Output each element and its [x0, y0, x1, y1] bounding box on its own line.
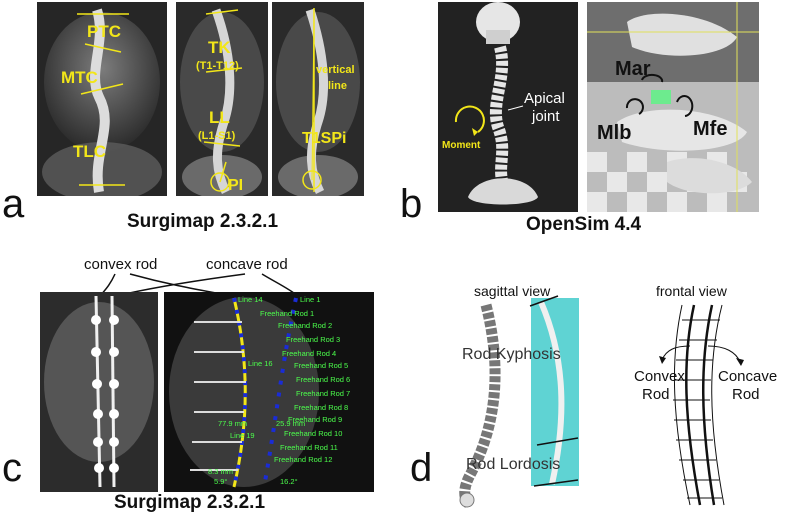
xray-sagittal-1: TK (T1-T12) LL (L1-S1) PI [176, 2, 268, 196]
sagittal-view-label: sagittal view [474, 283, 551, 299]
mtc-label: MTC [61, 68, 98, 87]
measure-rod-10: Freehand Rod 10 [284, 429, 343, 438]
measure-rod-2: Freehand Rod 2 [278, 321, 333, 330]
measure-25-9: 25.9 mm [276, 419, 306, 428]
concave-label: Concave [718, 368, 778, 385]
convex-rod-label: convex rod [84, 256, 158, 273]
ptc-label: PTC [87, 22, 121, 41]
xray-frontal: PTC MTC TLC [37, 2, 167, 196]
measure-rod-3: Freehand Rod 3 [286, 335, 341, 344]
tk-label: TK [208, 38, 231, 57]
panel-a-caption: Surgimap 2.3.2.1 [127, 211, 279, 232]
opensim-joint-closeup: Mar Mlb Mfe [587, 2, 759, 212]
xray-postop-frontal [40, 292, 158, 492]
apical-label-2: joint [532, 108, 560, 125]
concave-rod-label: concave rod [206, 256, 288, 273]
tlc-label: TLC [73, 142, 107, 161]
measure-line-1: Line 1 [300, 295, 321, 304]
opensim-full-spine: Moment Apical joint [438, 2, 578, 212]
measure-rod-6: Freehand Rod 6 [296, 375, 351, 384]
xray-postop-sagittal: Line 14 Line 1 Freehand Rod 1 Freehand R… [164, 292, 374, 492]
measure-rod-9: Freehand Rod 9 [288, 415, 343, 424]
measure-line-14: Line 14 [238, 295, 263, 304]
measure-rod-1: Freehand Rod 1 [260, 309, 315, 318]
spine-sagittal-drawing-2 [276, 8, 360, 196]
moment-label: Moment [442, 140, 481, 151]
pi-label: PI [228, 177, 244, 194]
skeleton-drawing [454, 2, 538, 205]
concave-rod-word: Rod [732, 386, 760, 403]
panel-d-letter: d [410, 446, 433, 490]
measure-rod-12: Freehand Rod 12 [274, 455, 333, 464]
convex-label: Convex [634, 368, 685, 385]
convex-rod-word: Rod [642, 386, 670, 403]
panel-b-caption: OpenSim 4.4 [526, 214, 642, 235]
rod-kyphosis-label: Rod Kyphosis [462, 346, 561, 363]
rod-lordosis-label: Rod Lordosis [466, 456, 561, 473]
mfe-label: Mfe [693, 118, 728, 140]
panel-b-letter: b [400, 182, 423, 226]
mlb-label: Mlb [597, 122, 632, 144]
measure-8-3: 8.3 mm [208, 467, 234, 476]
measure-rod-4: Freehand Rod 4 [282, 349, 337, 358]
measure-rod-11: Freehand Rod 11 [280, 443, 338, 452]
measure-rod-5: Freehand Rod 5 [294, 361, 349, 370]
measure-line-16: Line 16 [248, 359, 273, 368]
panel-c-caption: Surgimap 2.3.2.1 [114, 492, 266, 513]
measure-rod-7: Freehand Rod 7 [296, 389, 351, 398]
line-label: line [328, 80, 347, 92]
ll-range-label: (L1-S1) [198, 130, 236, 142]
spine-frontal-drawing [42, 8, 162, 196]
t1spi-label: T1SPi [302, 130, 347, 147]
panel-c-letter: c [2, 446, 22, 490]
measure-77-9: 77.9 mm [218, 419, 248, 428]
vertebra-closeup-drawing [587, 2, 759, 212]
measure-rod-8: Freehand Rod 8 [294, 403, 349, 412]
xray-sagittal-2: vertical line T1SPi [272, 2, 364, 196]
ll-label: LL [209, 108, 230, 127]
measure-line-19: Line 19 [230, 431, 255, 440]
apical-label-1: Apical [524, 90, 565, 107]
panel-a-letter: a [2, 182, 25, 226]
measure-angle-16-2: 16.2° [280, 477, 298, 486]
spine-sagittal-drawing-1 [180, 8, 264, 196]
vertical-label: vertical [316, 64, 355, 76]
postop-sagittal-drawing [169, 297, 319, 488]
mar-label: Mar [615, 58, 651, 80]
frontal-view-label: frontal view [656, 283, 727, 299]
measure-angle-5-9: 5.9° [214, 477, 228, 486]
postop-frontal-drawing [44, 295, 154, 488]
tk-range-label: (T1-T12) [196, 60, 239, 72]
